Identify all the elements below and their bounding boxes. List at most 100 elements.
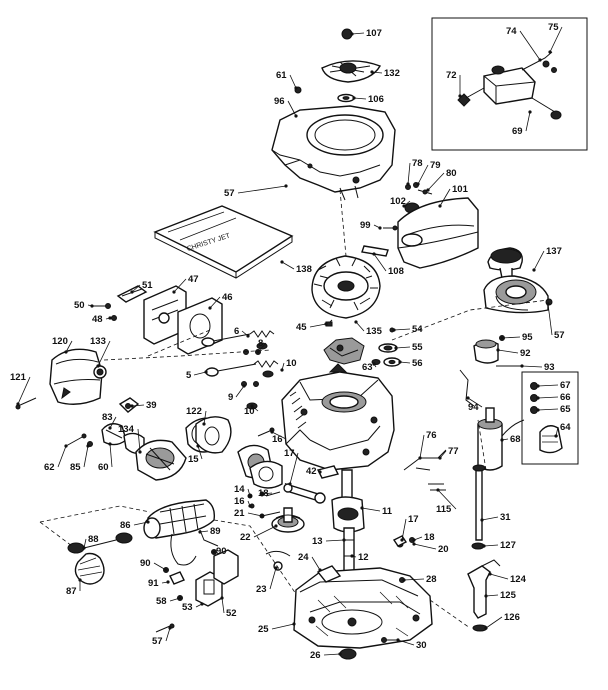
leader-dot <box>406 182 410 186</box>
callout-c13: 13 <box>312 536 346 547</box>
leader-line <box>165 627 171 642</box>
callout-c101: 101 <box>438 184 469 208</box>
leader-dot <box>168 626 172 630</box>
leader-line <box>153 562 167 571</box>
leader-line <box>271 623 295 630</box>
leader-dot <box>16 402 20 406</box>
callout-c57c: 57 <box>152 626 172 647</box>
part-number-label: 42 <box>306 466 317 477</box>
leader-line <box>537 384 559 387</box>
governor-small-parts <box>361 182 479 269</box>
callout-c8: 8 <box>256 338 267 354</box>
part-number-label: 91 <box>148 578 159 589</box>
callout-c76: 76 <box>418 430 437 460</box>
leader-line <box>221 597 225 614</box>
leader-line <box>437 489 457 510</box>
callout-c77: 77 <box>438 446 459 460</box>
air-cleaner-parts <box>65 397 232 481</box>
oil-fill <box>467 464 501 632</box>
leader-line <box>131 404 145 407</box>
leader-line <box>373 253 387 272</box>
leader-dot <box>208 306 212 310</box>
part-number-label: 138 <box>296 264 312 275</box>
leader-line <box>397 639 415 646</box>
callout-c94: 94 <box>466 396 483 413</box>
leader-dot <box>78 578 82 582</box>
leader-dot <box>204 370 208 374</box>
callout-c95: 95 <box>500 332 533 343</box>
part-number-label: 96 <box>274 96 285 107</box>
leader-dot <box>242 384 246 388</box>
part-number-label: 63 <box>362 362 373 373</box>
leader-dot <box>90 304 94 308</box>
leader-line <box>203 410 207 425</box>
part-number-label: 58 <box>156 596 167 607</box>
leader-dot <box>284 184 288 188</box>
part-number-label: 124 <box>510 574 527 585</box>
callout-c93: 93 <box>520 362 555 373</box>
callout-c20: 20 <box>412 542 449 555</box>
leader-dot <box>172 290 176 294</box>
leader-dot <box>416 182 420 186</box>
callout-c28: 28 <box>402 574 437 585</box>
part-number-label: 88 <box>88 534 99 545</box>
callout-c115: 115 <box>436 488 457 515</box>
assembly-guide-lines <box>39 189 549 629</box>
leader-dot <box>372 252 376 256</box>
leader-line <box>403 578 425 581</box>
leader-dot <box>536 408 540 412</box>
part-number-label: 85 <box>70 462 81 473</box>
part-number-label: 10 <box>286 358 297 369</box>
leader-dot <box>400 538 404 542</box>
callout-c74: 74 <box>506 26 542 62</box>
leader-dot <box>372 362 376 366</box>
leader-dot <box>482 544 486 548</box>
callout-c85: 85 <box>70 444 90 473</box>
callout-c14: 14 <box>234 484 252 498</box>
leader-line <box>325 539 345 542</box>
part-number-label: 65 <box>560 404 571 415</box>
leader-dot <box>480 518 484 522</box>
part-number-label: 57 <box>224 188 235 199</box>
leader-dot <box>288 482 292 486</box>
part-number-label: 48 <box>92 314 103 325</box>
valve-train <box>201 330 279 410</box>
leader-dot <box>260 514 264 518</box>
part-number-label: 46 <box>222 292 233 303</box>
callout-c58: 58 <box>156 596 182 607</box>
callout-c120: 120 <box>52 336 73 354</box>
callout-c106: 106 <box>352 94 384 105</box>
leader-dot <box>274 524 278 528</box>
leader-line <box>287 100 297 117</box>
leader-line <box>57 445 67 468</box>
part-number-label: 56 <box>412 358 423 369</box>
callout-c68: 68 <box>500 434 521 445</box>
leader-dot <box>484 594 488 598</box>
flywheel <box>311 255 381 327</box>
callout-c122: 122 <box>186 406 207 426</box>
callout-c75: 75 <box>548 22 563 54</box>
callout-c18b: 18 <box>412 532 435 543</box>
leader-line <box>521 365 543 368</box>
callout-c22: 22 <box>240 524 278 543</box>
leader-dot <box>360 506 364 510</box>
callout-c86: 86 <box>120 520 150 531</box>
part-number-label: 53 <box>182 602 193 613</box>
callout-c25: 25 <box>258 622 296 635</box>
leader-dot <box>398 360 402 364</box>
leader-dot <box>370 70 374 74</box>
part-number-label: 57 <box>554 330 565 341</box>
leader-dot <box>392 328 396 332</box>
leader-line <box>237 185 287 194</box>
leader-dot <box>138 450 142 454</box>
callout-c15: 15 <box>188 444 203 465</box>
crankcase-base <box>293 565 433 660</box>
callout-c66: 66 <box>536 392 571 403</box>
part-number-label: 13 <box>312 536 323 547</box>
leader-dot <box>280 260 284 264</box>
leader-line <box>97 340 111 367</box>
leader-line <box>485 616 503 629</box>
leader-dot <box>292 622 296 626</box>
callout-c11: 11 <box>360 506 393 517</box>
part-number-label: 77 <box>448 446 459 457</box>
